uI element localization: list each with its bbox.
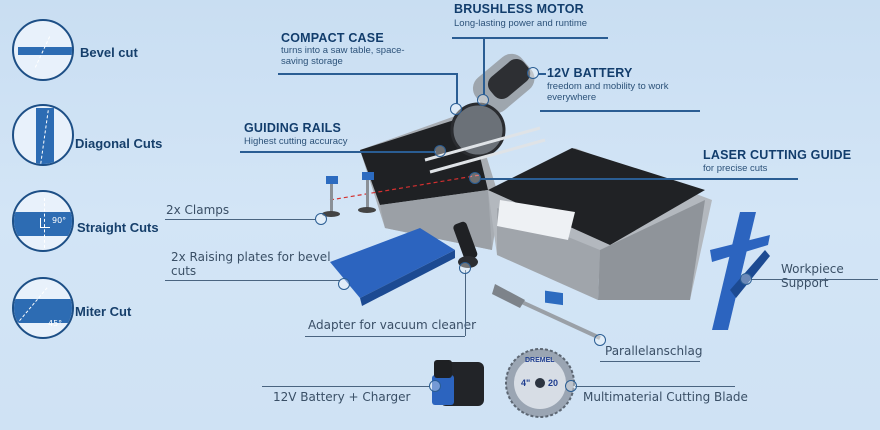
blade-size: 4" bbox=[521, 378, 531, 388]
cutting-blade-dot bbox=[565, 380, 577, 392]
battery-charger-label: 12V Battery + Charger bbox=[273, 390, 411, 404]
miter-cut-icon: 45° bbox=[12, 277, 74, 339]
case-right-side bbox=[598, 200, 705, 300]
blade-teeth: 20 bbox=[548, 378, 559, 388]
brushless-motor-desc: Long-lasting power and runtime bbox=[454, 18, 588, 29]
vacuum-adapter-dot bbox=[459, 262, 471, 274]
clamps-leader bbox=[165, 219, 315, 220]
battery-charger-dot bbox=[429, 380, 441, 392]
control-badge bbox=[545, 290, 563, 306]
clamp-2 bbox=[358, 172, 376, 213]
workpiece-support-dot bbox=[740, 273, 752, 285]
battery-desc: freedom and mobility to work everywhere bbox=[547, 81, 669, 103]
guiding-rails-title: GUIDING RAILS bbox=[244, 121, 342, 135]
raising-plates-dot bbox=[338, 278, 350, 290]
saw-grip bbox=[487, 58, 531, 99]
parallel-stop bbox=[492, 284, 601, 340]
workpiece-support-leader bbox=[750, 279, 878, 280]
straight-cut-angle: 90° bbox=[52, 216, 67, 225]
battery-leader bbox=[540, 110, 700, 112]
straight-cut-icon: 90° bbox=[12, 190, 74, 252]
cut-label-miter: Miter Cut bbox=[75, 304, 132, 319]
compact-case-title: COMPACT CASE bbox=[281, 31, 384, 45]
battery-title: 12V BATTERY bbox=[547, 66, 633, 80]
laser-guide-leader bbox=[480, 178, 798, 180]
raising-plates-label: 2x Raising plates for bevel cuts bbox=[171, 250, 331, 278]
parallel-stop-label: Parallelanschlag bbox=[605, 344, 703, 358]
guiding-rails-desc: Highest cutting accuracy bbox=[244, 136, 348, 147]
laser-line bbox=[329, 174, 481, 201]
vacuum-adapter-leader bbox=[305, 336, 465, 337]
compact-case-leader bbox=[278, 73, 456, 75]
battery-charger-leader bbox=[262, 386, 430, 387]
compact-case-leader-v bbox=[456, 73, 458, 104]
workpiece-support-label: Workpiece Support bbox=[781, 262, 844, 290]
control-panel bbox=[497, 200, 575, 240]
brushless-motor-leader-v bbox=[483, 37, 485, 95]
laser-guide-title: LASER CUTTING GUIDE bbox=[703, 148, 852, 162]
case-right-top bbox=[488, 148, 705, 245]
battery-charger bbox=[432, 360, 484, 406]
clamps-dot bbox=[315, 213, 327, 225]
parallel-stop-leader bbox=[600, 361, 700, 362]
vacuum-adapter-leader-v bbox=[465, 270, 466, 336]
parallel-stop-dot bbox=[594, 334, 606, 346]
blade-brand: DREMEL bbox=[525, 357, 555, 364]
diagonal-cut-icon bbox=[12, 104, 74, 166]
guiding-rails-dot bbox=[434, 145, 446, 157]
guiding-rail-2 bbox=[429, 138, 546, 174]
clamp-1 bbox=[322, 176, 340, 217]
laser-guide-desc: for precise cuts bbox=[703, 163, 768, 174]
laser-guide-dot bbox=[469, 172, 481, 184]
cutting-blade-leader bbox=[575, 386, 735, 387]
bevel-cut-icon bbox=[12, 19, 74, 81]
guiding-rails-leader bbox=[240, 151, 436, 153]
workpiece-support bbox=[710, 212, 770, 330]
brushless-motor-title: BRUSHLESS MOTOR bbox=[454, 2, 584, 16]
cutting-blade-label: Multimaterial Cutting Blade bbox=[583, 390, 748, 404]
cut-label-bevel: Bevel cut bbox=[80, 45, 138, 60]
raising-plate bbox=[330, 228, 455, 298]
miter-cut-angle: 45° bbox=[48, 319, 63, 328]
compact-case-desc: turns into a saw table, space-saving sto… bbox=[281, 45, 405, 67]
compact-case-dot bbox=[450, 103, 462, 115]
raising-plates-leader bbox=[165, 280, 340, 281]
cut-label-straight: Straight Cuts bbox=[77, 220, 159, 235]
clamps-label: 2x Clamps bbox=[166, 203, 230, 217]
battery-leader-short bbox=[538, 73, 546, 75]
brushless-motor-leader bbox=[452, 37, 608, 39]
cut-label-diagonal: Diagonal Cuts bbox=[75, 136, 163, 151]
vacuum-adapter-label: Adapter for vacuum cleaner bbox=[308, 318, 477, 332]
brushless-motor-dot bbox=[477, 94, 489, 106]
